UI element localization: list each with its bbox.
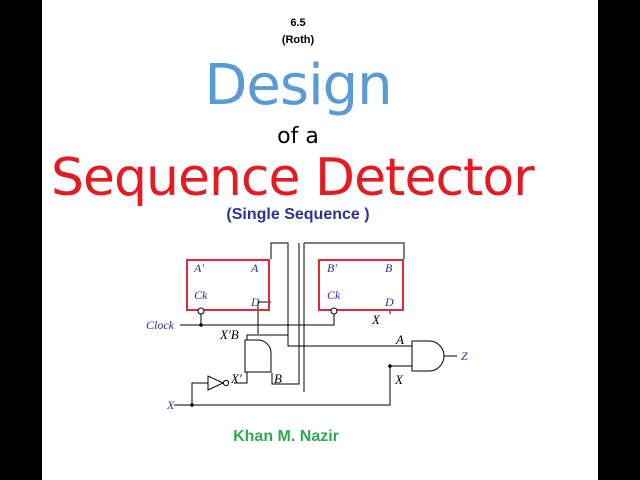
title-design: Design: [204, 53, 392, 118]
ffa-qbar-label: A′: [193, 261, 204, 275]
flipflop-a: [186, 259, 270, 311]
and1-b-label: B: [274, 371, 282, 386]
and2-a-label: A: [395, 332, 404, 347]
and-gate-1: [244, 339, 272, 373]
and1-output-label: X′B: [219, 327, 239, 342]
slide: 6.5 (Roth) Design of a Sequence Detector…: [42, 0, 598, 480]
ffb-clock-bubble: [330, 307, 338, 315]
ffb-clock-label: Ck: [327, 288, 341, 302]
ffb-d-label: D: [384, 295, 394, 309]
x-junction: [190, 403, 194, 407]
and2-x-junction: [388, 364, 392, 368]
ffa-d-label: D: [250, 295, 260, 309]
clock-junction: [199, 323, 203, 327]
ffa-clock-label: Ck: [194, 288, 208, 302]
subtitle: (Single Sequence ): [226, 206, 370, 223]
author-name: Khan M. Nazir: [233, 428, 339, 445]
clock-label: Clock: [146, 318, 175, 332]
inverter-gate: [207, 375, 225, 391]
ffb-q-label: B: [385, 261, 393, 275]
ffb-d-input-label: X: [371, 312, 381, 327]
inverter-output-label: X′: [230, 371, 242, 386]
output-z-label: Z: [461, 349, 468, 363]
section-number: 6.5: [290, 17, 306, 29]
and-gate-2: [411, 340, 445, 372]
title-sequence-detector: Sequence Detector: [51, 148, 535, 208]
ffa-q-label: A: [250, 261, 259, 275]
section-source: (Roth): [281, 34, 315, 46]
title-of-a: of a: [277, 124, 319, 149]
flipflop-b: [318, 259, 404, 311]
inverter-bubble: [222, 379, 230, 387]
ffa-clock-bubble: [197, 307, 205, 315]
and2-x-label: X: [394, 372, 404, 387]
x-input-label: X: [166, 398, 175, 412]
ffb-qbar-label: B′: [327, 261, 337, 275]
sequence-detector-circuit: A′ A Ck D B′ B Ck D Clock X X′ X′B B A X…: [146, 242, 468, 412]
